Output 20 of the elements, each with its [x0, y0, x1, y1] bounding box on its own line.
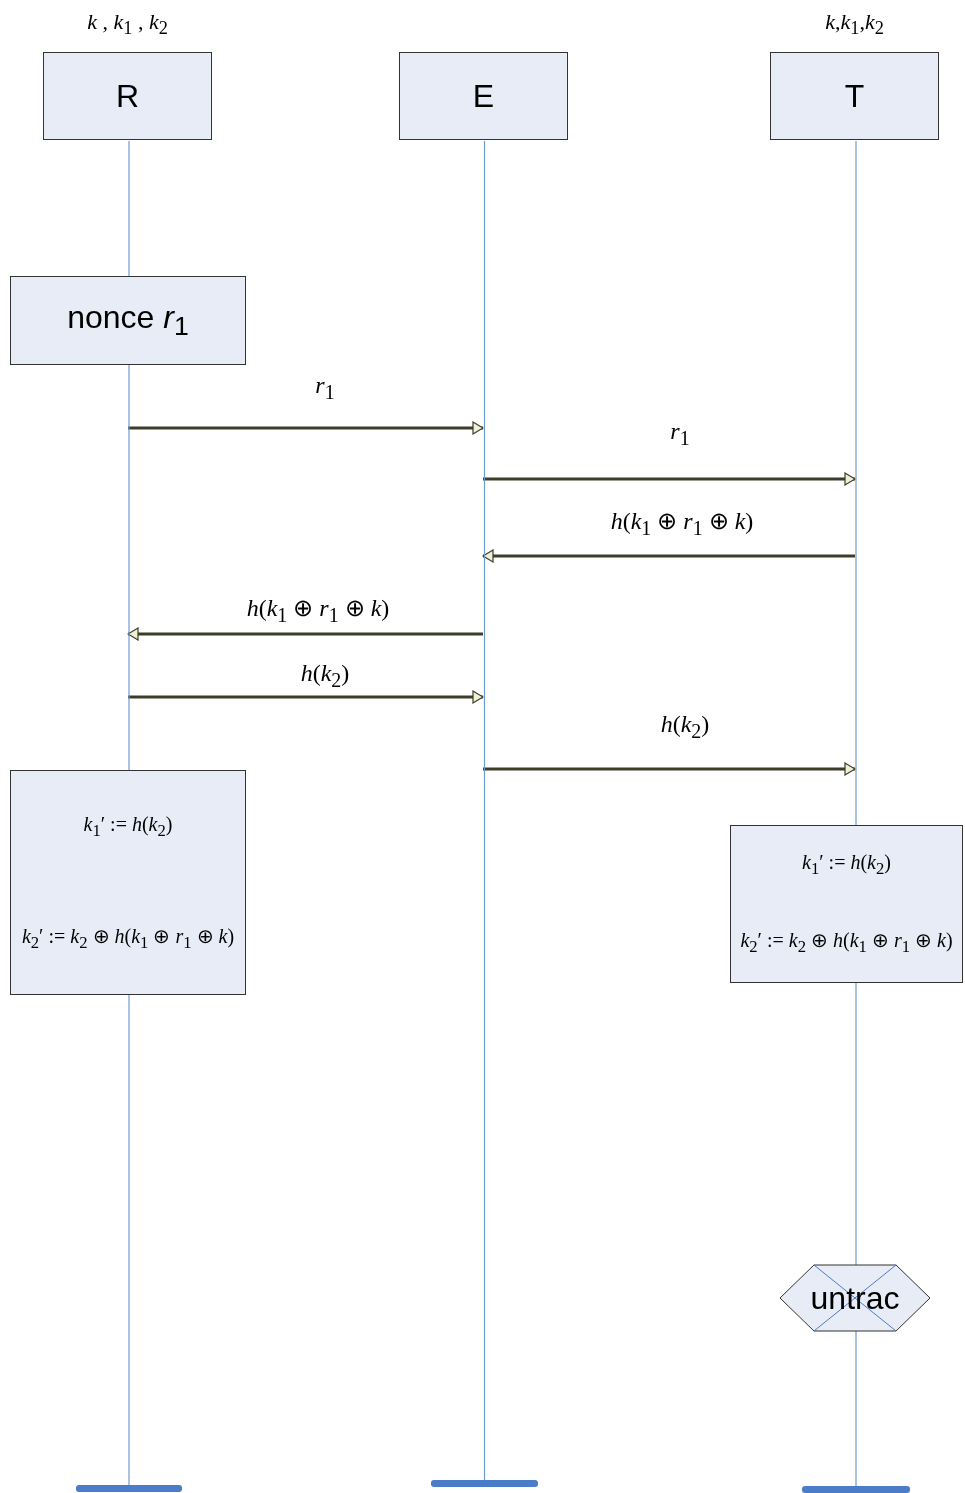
message-arrow [128, 421, 484, 435]
note-box [730, 825, 963, 983]
formula: k$_{1}$′ := h(k$_{2}$) [83, 812, 173, 841]
message-arrow [483, 472, 856, 486]
formula: k$_{1}$′ := h(k$_{2}$) [802, 850, 891, 879]
node-label: R [115, 77, 140, 115]
participant-box [10, 276, 246, 365]
message-arrow [128, 690, 484, 704]
node-label: nonce r$_{1}$ [67, 298, 189, 343]
key-label: k,k$_{1}$,k$_{2}$ [825, 9, 884, 40]
note-box [10, 770, 246, 995]
formula: k$_{2}$′ := k$_{2}$ ⊕ h(k$_{1}$ ⊕ r$_{1}$ ⊕ k) [21, 923, 235, 953]
formula: k$_{2}$′ := k$_{2}$ ⊕ h(k$_{1}$ ⊕ r$_{1}$ ⊕ k) [740, 928, 953, 958]
node-label: T [844, 77, 865, 115]
node-label: E [472, 77, 495, 115]
message-arrow [483, 762, 856, 776]
message-arrow [127, 627, 483, 641]
message-arrow [482, 549, 855, 563]
key-label: k , k$_{1}$ , k$_{2}$ [87, 9, 168, 40]
node-label: untrac [810, 1279, 900, 1317]
